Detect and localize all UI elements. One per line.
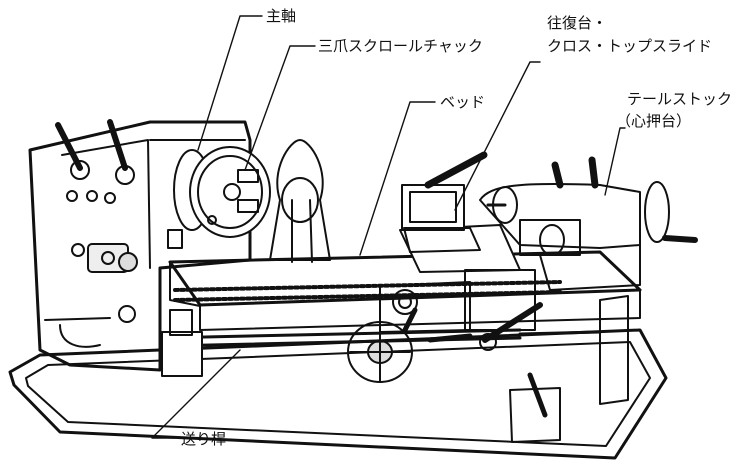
leader-carriage [454, 61, 541, 211]
leader-tailstock [604, 127, 626, 196]
handwheel [347, 307, 418, 383]
base-tray [8, 328, 668, 460]
label-feed-rod: 送り桿 [181, 430, 227, 448]
label-tailstock-line2: （心押台） [616, 112, 692, 130]
steady-rest [269, 139, 331, 263]
right-support [509, 295, 629, 443]
tailstock [479, 156, 698, 291]
headstock [28, 119, 252, 372]
leader-feed-rod [151, 349, 241, 439]
label-chuck: 三爪スクロールチャック [318, 37, 483, 55]
leader-spindle [197, 15, 263, 151]
label-spindle: 主軸 [266, 7, 297, 25]
leader-chuck [244, 45, 316, 171]
leader-bed [359, 101, 436, 256]
feed-rod [158, 309, 602, 377]
label-bed: ベッド [440, 93, 486, 111]
label-carriage-line2: クロス・トップスライド [547, 37, 713, 55]
leader-lines [151, 15, 626, 439]
carriage [379, 151, 521, 333]
chuck-illustration [173, 146, 271, 238]
label-carriage-line1: 往復台・ [547, 14, 608, 32]
label-tailstock-line1: テールストック [627, 90, 733, 108]
